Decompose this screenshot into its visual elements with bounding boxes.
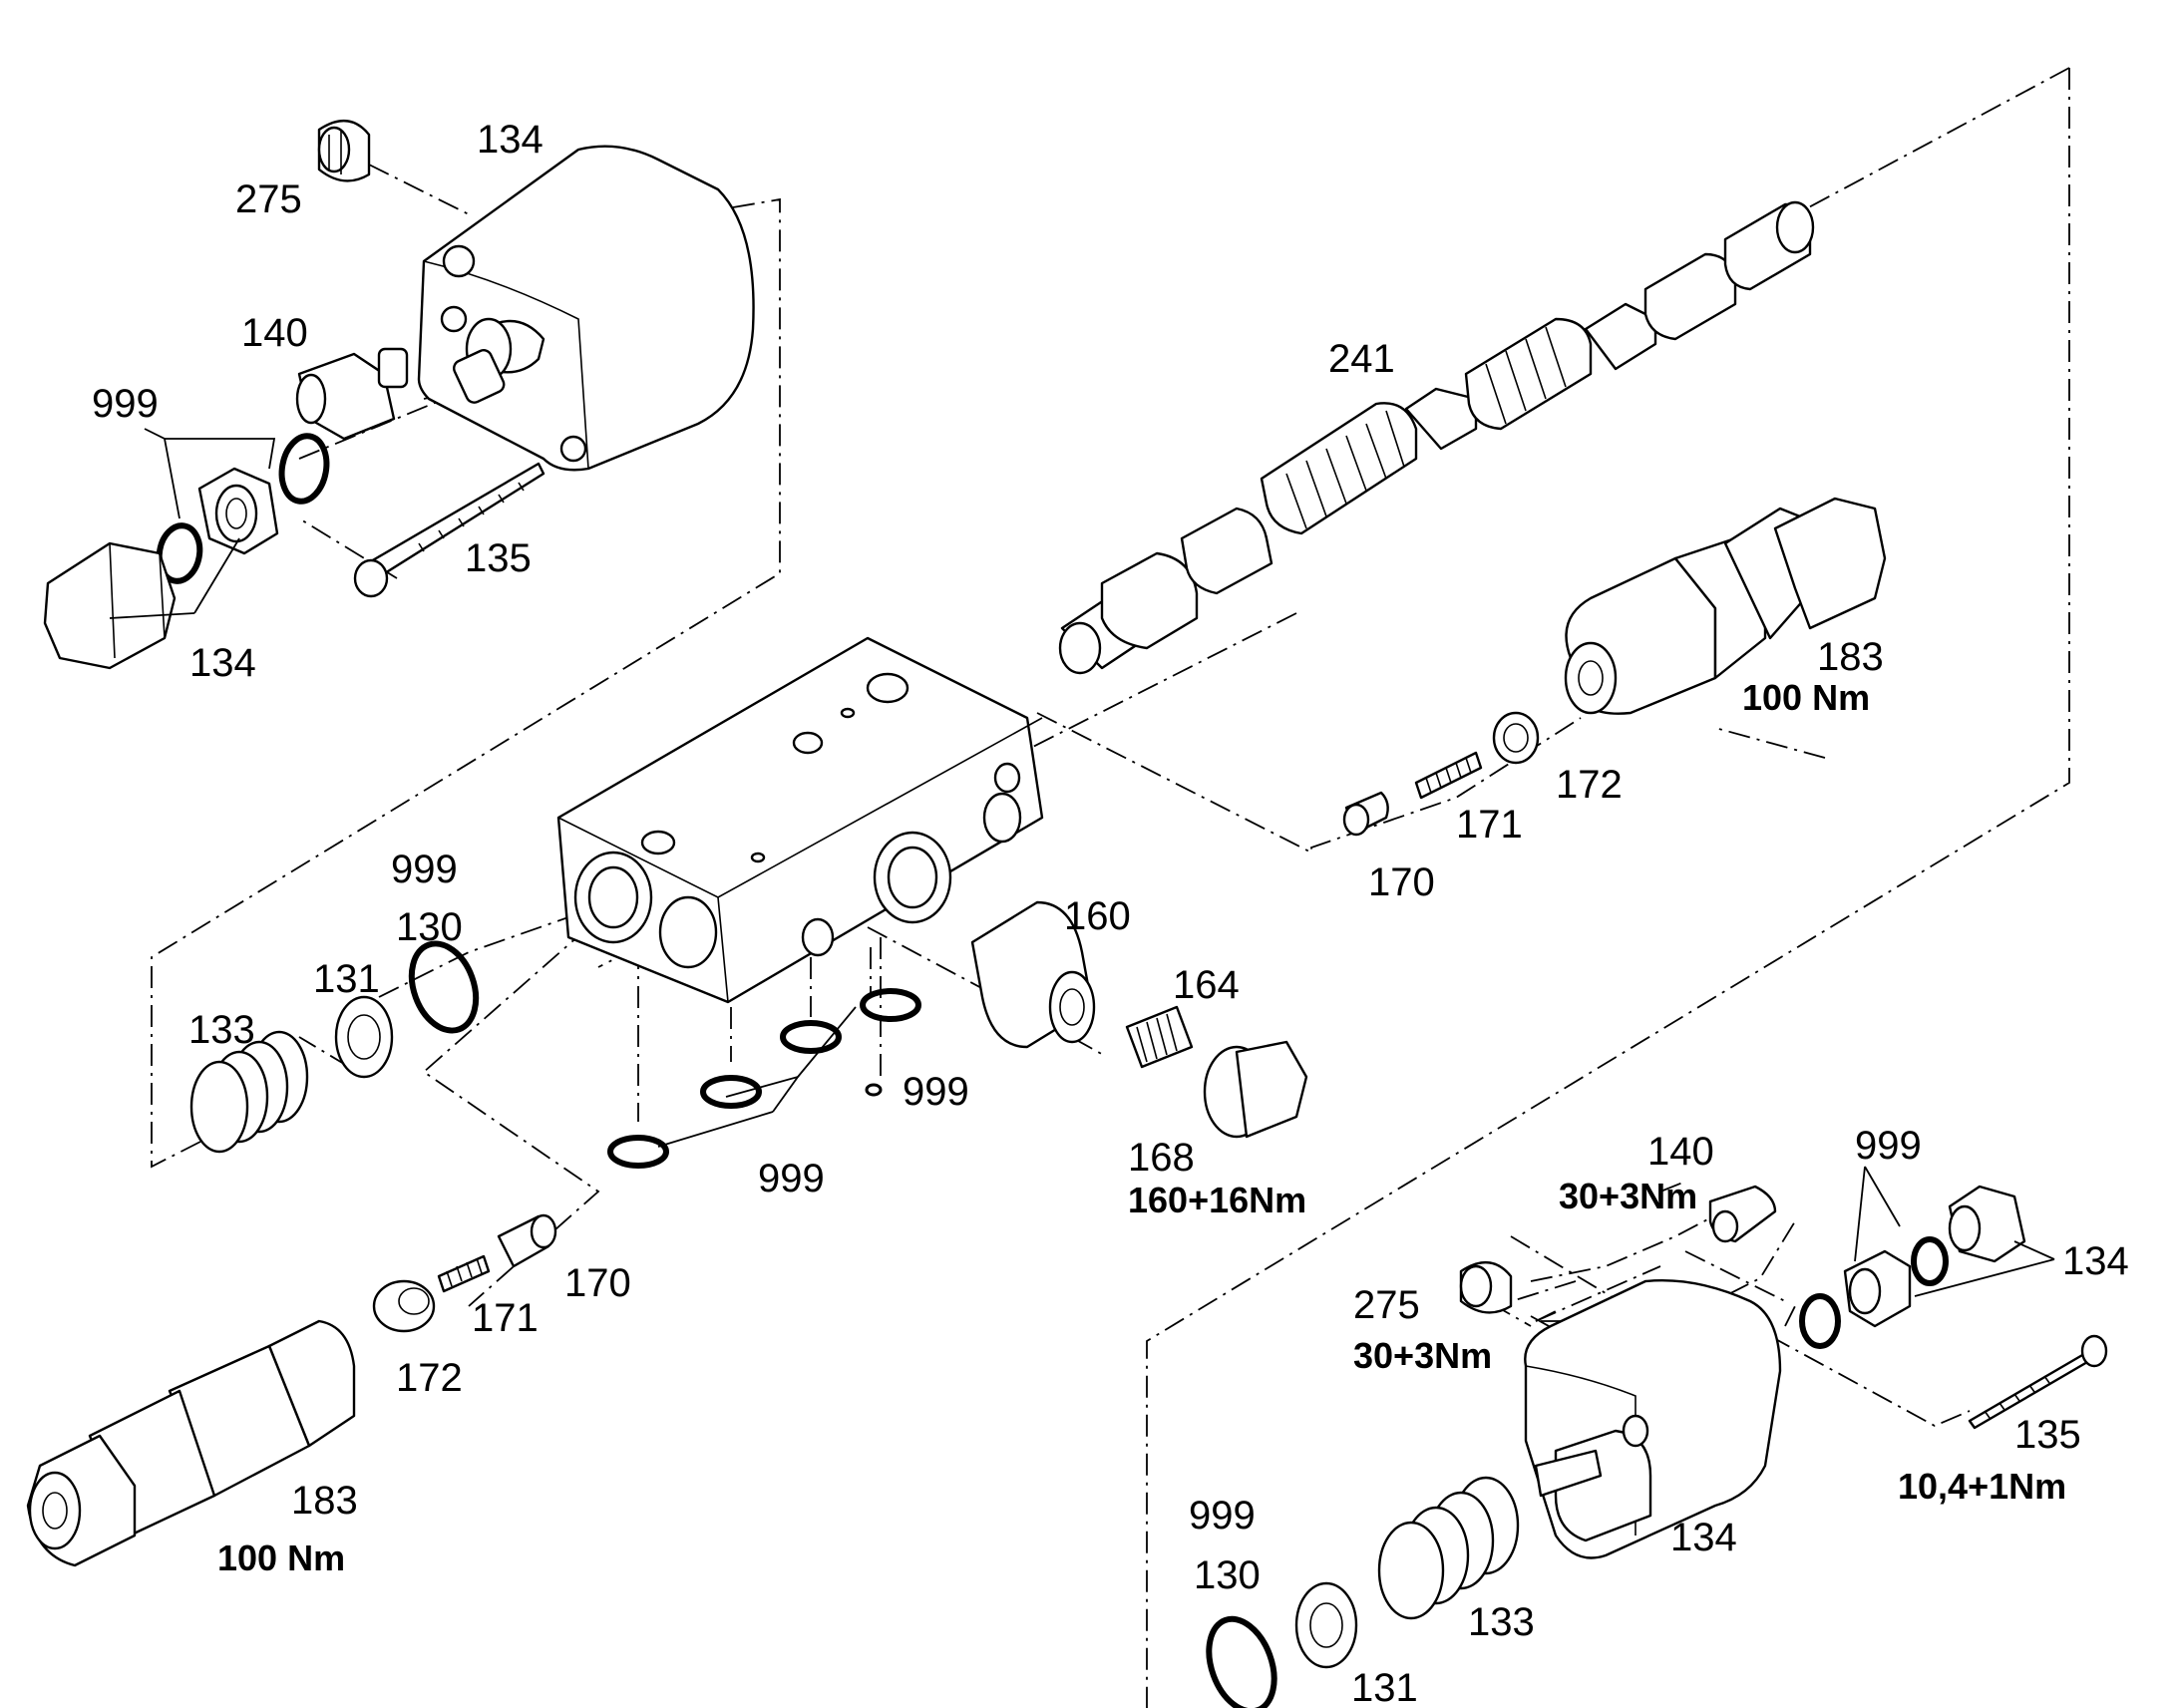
label-130-mid: 130 xyxy=(396,905,463,949)
label-131-mid: 131 xyxy=(313,957,380,1001)
label-171-right: 171 xyxy=(1456,803,1523,847)
valve-body xyxy=(556,636,1044,1004)
ring-999-topleft-b xyxy=(156,522,203,584)
torque-275-br: 30+3Nm xyxy=(1353,1335,1492,1376)
label-999-small: 999 xyxy=(903,1070,969,1114)
label-133-mid: 133 xyxy=(188,1008,255,1052)
label-135-top: 135 xyxy=(465,536,532,580)
label-170-left: 170 xyxy=(564,1261,631,1305)
leader-lines xyxy=(109,428,2055,1297)
label-275-top: 275 xyxy=(235,177,302,221)
upper-housing-134 xyxy=(417,145,755,472)
torque-135-br: 10,4+1Nm xyxy=(1898,1466,2066,1507)
label-134-left: 134 xyxy=(189,641,256,685)
label-183-left: 183 xyxy=(291,1479,358,1523)
lower-housing-134 xyxy=(1524,1278,1782,1559)
screw-135-br xyxy=(1968,1334,2108,1430)
fitting-140-br xyxy=(1708,1185,1777,1243)
washer-131-br xyxy=(1294,1581,1358,1669)
relief-valve-183-left xyxy=(26,1319,356,1567)
ring-999-bottom-a xyxy=(607,1135,669,1169)
ring-999-bottom-d xyxy=(860,988,921,1022)
spring-164 xyxy=(1125,1005,1194,1069)
ring-999-br-b xyxy=(1799,1293,1841,1349)
label-131-br: 131 xyxy=(1351,1666,1418,1708)
ring-999-small xyxy=(865,1083,883,1097)
label-168: 168 xyxy=(1128,1136,1195,1180)
cap-134-left xyxy=(43,541,177,670)
ring-999-bottom-c xyxy=(780,1020,842,1054)
label-134-br: 134 xyxy=(2062,1239,2129,1283)
sleeve-160 xyxy=(970,900,1096,1049)
label-170-right: 170 xyxy=(1368,860,1435,904)
label-135-br: 135 xyxy=(2014,1413,2081,1457)
label-172-left: 172 xyxy=(396,1356,463,1400)
label-183-right: 183 xyxy=(1817,635,1884,679)
nut-134-left xyxy=(197,467,279,555)
label-160: 160 xyxy=(1064,894,1131,938)
label-171-left: 171 xyxy=(472,1296,539,1340)
spring-133-br xyxy=(1377,1476,1520,1620)
label-999-br: 999 xyxy=(1855,1124,1922,1168)
label-130-br: 130 xyxy=(1194,1553,1261,1597)
label-999-bottom: 999 xyxy=(758,1157,825,1200)
plug-275-top xyxy=(317,120,371,182)
label-133-br: 133 xyxy=(1468,1600,1535,1644)
label-999-mid: 999 xyxy=(391,848,458,891)
torque-140-br: 30+3Nm xyxy=(1559,1176,1697,1216)
spool-241 xyxy=(1058,200,1815,675)
ring-130-br xyxy=(1206,1615,1277,1708)
label-140-br: 140 xyxy=(1647,1130,1714,1174)
torque-183-left: 100 Nm xyxy=(217,1537,345,1578)
spring-seat-172-right xyxy=(1492,711,1540,765)
cap-134-br xyxy=(1948,1185,2026,1263)
ring-130-mid xyxy=(408,940,480,1034)
spring-seat-172-left xyxy=(372,1279,436,1333)
labels: 134 275 140 999 135 134 241 183 100 Nm 1… xyxy=(92,118,2129,1708)
plug-275-br xyxy=(1459,1261,1513,1314)
label-134-br-body: 134 xyxy=(1670,1516,1737,1559)
ring-999-bottom-b xyxy=(700,1075,762,1109)
screw-135-top xyxy=(353,462,545,598)
nut-134-br xyxy=(1843,1249,1912,1328)
label-275-br: 275 xyxy=(1353,1283,1420,1327)
ring-999-br-a xyxy=(1911,1236,1949,1286)
ring-999-topleft-a xyxy=(278,433,330,505)
label-140-top: 140 xyxy=(241,311,308,355)
label-134-top: 134 xyxy=(477,118,544,162)
label-241: 241 xyxy=(1328,337,1395,381)
label-999-br-low: 999 xyxy=(1189,1494,1256,1537)
fitting-140-top xyxy=(295,347,409,441)
torque-183-right: 100 Nm xyxy=(1742,677,1870,718)
poppet-170-right xyxy=(1342,791,1389,837)
spring-171-right xyxy=(1414,751,1483,800)
label-164: 164 xyxy=(1173,963,1240,1007)
label-999-topleft: 999 xyxy=(92,382,159,426)
poppet-170-left xyxy=(497,1213,557,1268)
torque-168: 160+16Nm xyxy=(1128,1180,1306,1220)
label-172-right: 172 xyxy=(1556,763,1623,807)
spring-171-left xyxy=(437,1254,491,1293)
spring-133-mid xyxy=(189,1030,309,1154)
relief-valve-183-right xyxy=(1564,497,1887,715)
plug-168 xyxy=(1203,1040,1308,1139)
washer-131-mid xyxy=(334,995,394,1079)
